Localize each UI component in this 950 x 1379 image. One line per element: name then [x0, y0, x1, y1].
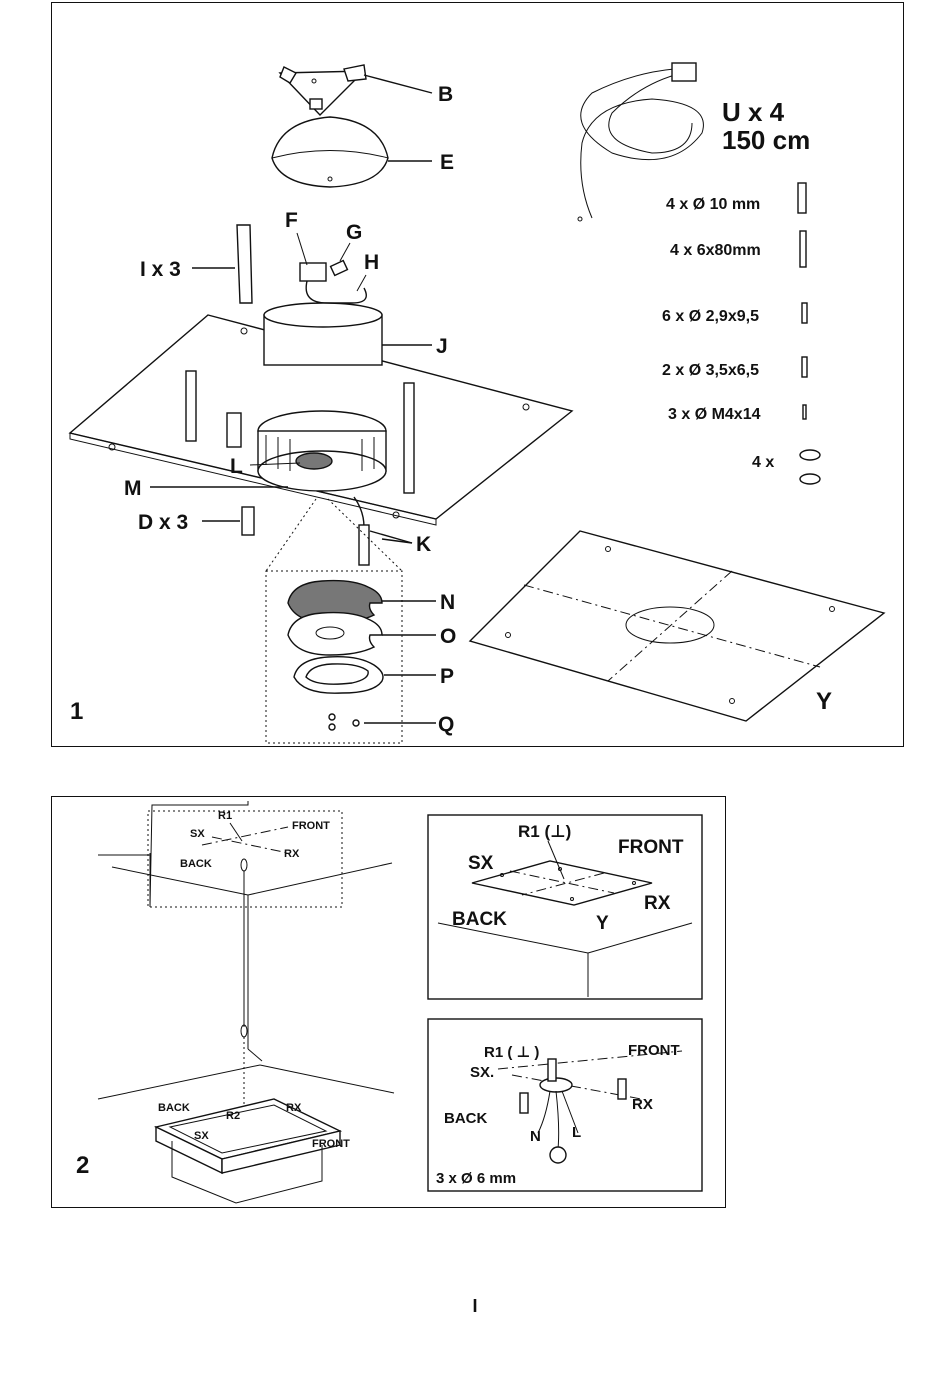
fig2-r2: R2: [226, 1110, 240, 1122]
inset2-front: FRONT: [628, 1042, 680, 1059]
part-b-bracket: [280, 65, 366, 115]
fig2-r1: R1: [218, 810, 232, 822]
side-rail-left: [186, 371, 196, 441]
figure-2-panel: R1 FRONT SX RX BACK BACK R2 RX SX FRONT …: [51, 796, 726, 1208]
side-rail-right: [404, 383, 414, 493]
label-l: L: [230, 455, 243, 478]
part-j-motor: [264, 303, 382, 365]
figure-1-number: 1: [70, 698, 83, 725]
inset1-y: Y: [596, 913, 609, 934]
inset2-rx: RX: [632, 1096, 653, 1113]
screw-29-icon: [802, 303, 807, 323]
label-q: Q: [438, 713, 454, 736]
hardware-wall-plug: 4 x Ø 10 mm: [666, 196, 760, 213]
inset1-front: FRONT: [618, 837, 684, 858]
inset2-n: N: [530, 1128, 541, 1145]
m4-screw-icon: [803, 405, 806, 419]
part-l-fan-ring: [258, 411, 386, 491]
hob-unit: [98, 1065, 394, 1203]
fig2-front: FRONT: [292, 820, 330, 832]
figure-2-number: 2: [76, 1152, 89, 1179]
hardware-screw-29: 6 x Ø 2,9x9,5: [662, 308, 759, 325]
fig2-front2: FRONT: [312, 1138, 350, 1150]
label-n: N: [440, 591, 455, 614]
inset1-rx: RX: [644, 893, 671, 914]
fig2-sx2: SX: [194, 1130, 209, 1142]
part-e-canopy: [272, 117, 388, 187]
hardware-screw-35: 2 x Ø 3,5x6,5: [662, 362, 759, 379]
part-d-clip: [242, 507, 254, 535]
part-f-g-h-connector: [300, 261, 366, 303]
part-q-screws: [329, 714, 359, 730]
axis-front-line: [202, 827, 288, 845]
wall-plug-icon: [798, 183, 806, 213]
part-i-strip: [237, 225, 252, 303]
label-e: E: [440, 151, 454, 174]
fig2-rx: RX: [284, 848, 300, 860]
hardware-long-screw: 4 x 6x80mm: [670, 242, 761, 259]
page-number: I: [0, 1296, 950, 1317]
plumb-top: [241, 859, 247, 871]
inset2-l: L: [572, 1124, 581, 1141]
label-h: H: [364, 251, 379, 274]
cable-length: 150 cm: [722, 125, 810, 155]
label-d: D x 3: [138, 511, 188, 534]
screw-35-icon: [802, 357, 807, 377]
inset1-r1: R1 (⊥): [518, 822, 571, 841]
long-screw-icon: [800, 231, 806, 267]
figure-1-panel: B E I x 3 F G H J: [51, 2, 904, 747]
label-p: P: [440, 665, 454, 688]
label-i: I x 3: [140, 258, 181, 281]
label-k: K: [416, 533, 431, 556]
inset1-sx: SX: [468, 853, 494, 874]
label-m: M: [124, 477, 142, 500]
label-b: B: [438, 83, 453, 106]
fig2-sx: SX: [190, 828, 205, 840]
part-p-ring: [294, 657, 383, 694]
washer-icon: [800, 450, 820, 484]
fig2-back2: BACK: [158, 1102, 190, 1114]
inset2-sx: SX.: [470, 1064, 494, 1081]
axis-side-line: [212, 837, 288, 853]
hardware-m4: 3 x Ø M4x14: [668, 406, 761, 423]
figure-1-drawing: B E I x 3 F G H J: [52, 3, 905, 748]
label-j: J: [436, 335, 448, 358]
inset2-spec: 3 x Ø 6 mm: [436, 1170, 516, 1187]
label-o: O: [440, 625, 456, 648]
label-f: F: [285, 209, 298, 232]
plate-clip: [227, 413, 241, 447]
fig2-rx2: RX: [286, 1102, 302, 1114]
fig2-back: BACK: [180, 858, 212, 870]
figure-2-drawing: R1 FRONT SX RX BACK BACK R2 RX SX FRONT …: [52, 797, 727, 1209]
part-o-plate: [288, 613, 382, 655]
inset2-back: BACK: [444, 1110, 487, 1127]
ceiling-room-view: [98, 801, 392, 1061]
label-y: Y: [816, 688, 832, 715]
inset2-r1: R1 ( ⊥ ): [484, 1044, 539, 1061]
cable-qty: U x 4: [722, 97, 785, 127]
inset1-back: BACK: [452, 909, 507, 930]
label-g: G: [346, 221, 362, 244]
hardware-washer: 4 x: [752, 454, 774, 471]
